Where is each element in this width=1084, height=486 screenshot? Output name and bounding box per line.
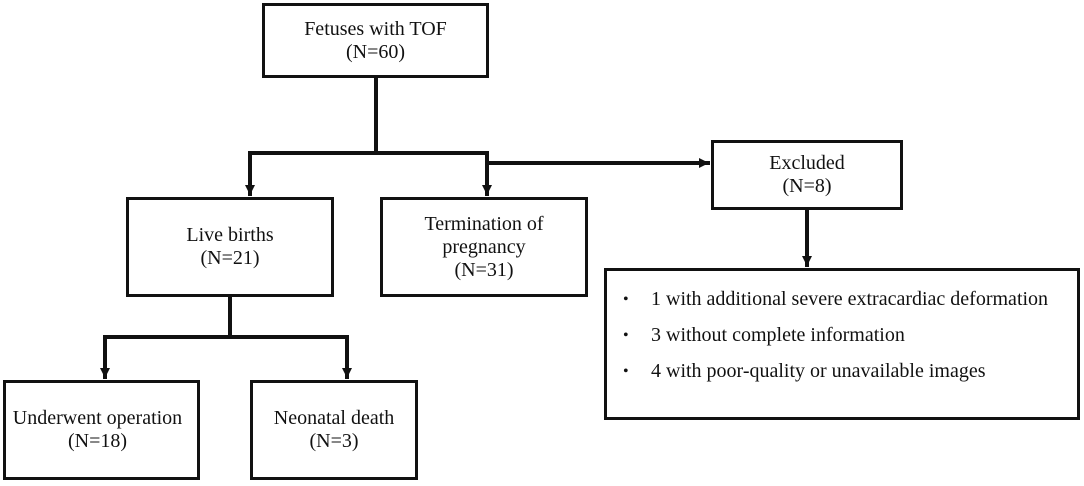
neonatal-death-title: Neonatal death — [273, 407, 395, 429]
excluded-box: Excluded (N=8) — [711, 140, 903, 210]
termination-of-pregnancy-box: Termination of pregnancy (N=31) — [380, 197, 588, 297]
exclusion-reason-item: • 1 with additional severe extracardiac … — [623, 283, 1077, 316]
termination-line-1: Termination of — [424, 212, 544, 235]
excluded-count: (N=8) — [782, 175, 832, 197]
live-births-box: Live births (N=21) — [126, 197, 334, 297]
exclusion-reason-item: • 3 without complete information — [623, 319, 1077, 352]
neonatal-death-count: (N=3) — [309, 430, 359, 452]
live-births-title: Live births — [186, 224, 274, 246]
fetuses-with-tof-box: Fetuses with TOF (N=60) — [262, 3, 489, 78]
exclusion-reason-text: 3 without complete information — [651, 324, 905, 346]
neonatal-death-box: Neonatal death (N=3) — [250, 380, 418, 480]
termination-count: (N=31) — [454, 258, 514, 281]
fetuses-count: (N=60) — [345, 40, 406, 63]
live-births-count: (N=21) — [200, 247, 260, 269]
bullet-icon: • — [623, 326, 629, 344]
exclusion-reason-item: • 4 with poor-quality or unavailable ima… — [623, 355, 1077, 388]
exclusion-reason-text: 4 with poor-quality or unavailable image… — [651, 360, 986, 382]
underwent-operation-box: Underwent operation (N=18) — [3, 380, 200, 480]
bullet-icon: • — [623, 290, 629, 308]
bullet-icon: • — [623, 362, 629, 380]
fetuses-title: Fetuses with TOF — [304, 17, 447, 40]
operation-title: Underwent operation — [12, 407, 183, 429]
excluded-title: Excluded — [769, 152, 845, 174]
exclusion-reason-text: 1 with additional severe extracardiac de… — [651, 288, 1049, 310]
operation-count: (N=18) — [67, 430, 128, 452]
exclusion-reasons-box: • 1 with additional severe extracardiac … — [604, 268, 1080, 420]
termination-line-2: pregnancy — [442, 235, 526, 258]
